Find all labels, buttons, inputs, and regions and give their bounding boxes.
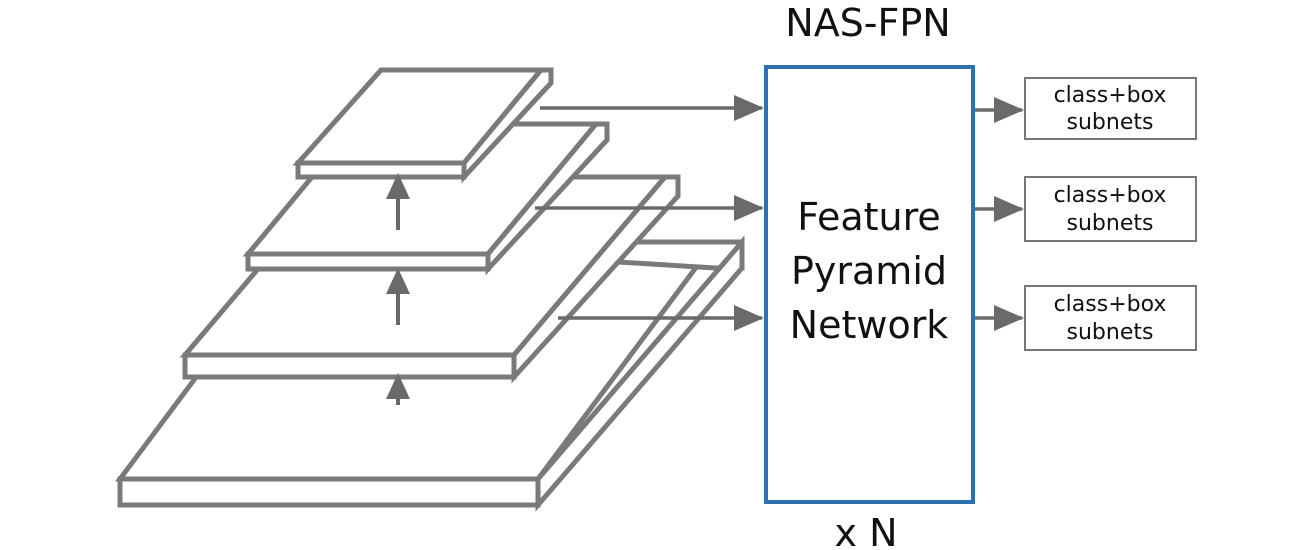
fpn-block-line-3: Network	[790, 303, 949, 347]
subnet-head-box	[1024, 77, 1197, 140]
subnet-head-box	[1024, 285, 1197, 351]
fpn-block-line-2: Pyramid	[791, 249, 947, 293]
subnet-head-line-1: class+box	[1054, 183, 1167, 208]
fpn-block-line-1: Feature	[797, 195, 941, 239]
subnet-head-box	[1024, 176, 1197, 242]
feature-pyramid	[115, 67, 745, 512]
subnet-head-line-2: subnets	[1067, 320, 1154, 345]
pyramid-level-3	[242, 121, 610, 276]
fpn-block-border	[764, 65, 975, 504]
subnet-head-line-1: class+box	[1054, 83, 1167, 108]
fpn-block: Feature Pyramid Network	[764, 65, 975, 504]
pyramid-to-fpn-arrows	[535, 95, 764, 331]
diagram-title: NAS-FPN	[785, 1, 950, 45]
subnet-head-line-1: class+box	[1054, 292, 1167, 317]
subnet-head-2: class+box subnets	[1024, 176, 1197, 242]
repeat-label: x N	[835, 511, 898, 550]
fpn-to-head-arrows	[975, 97, 1024, 331]
pyramid-level-4	[292, 67, 554, 184]
subnet-head-line-2: subnets	[1067, 211, 1154, 236]
subnet-head-3: class+box subnets	[1024, 285, 1197, 351]
subnet-head-line-2: subnets	[1067, 110, 1154, 135]
subnet-head-1: class+box subnets	[1024, 77, 1197, 140]
